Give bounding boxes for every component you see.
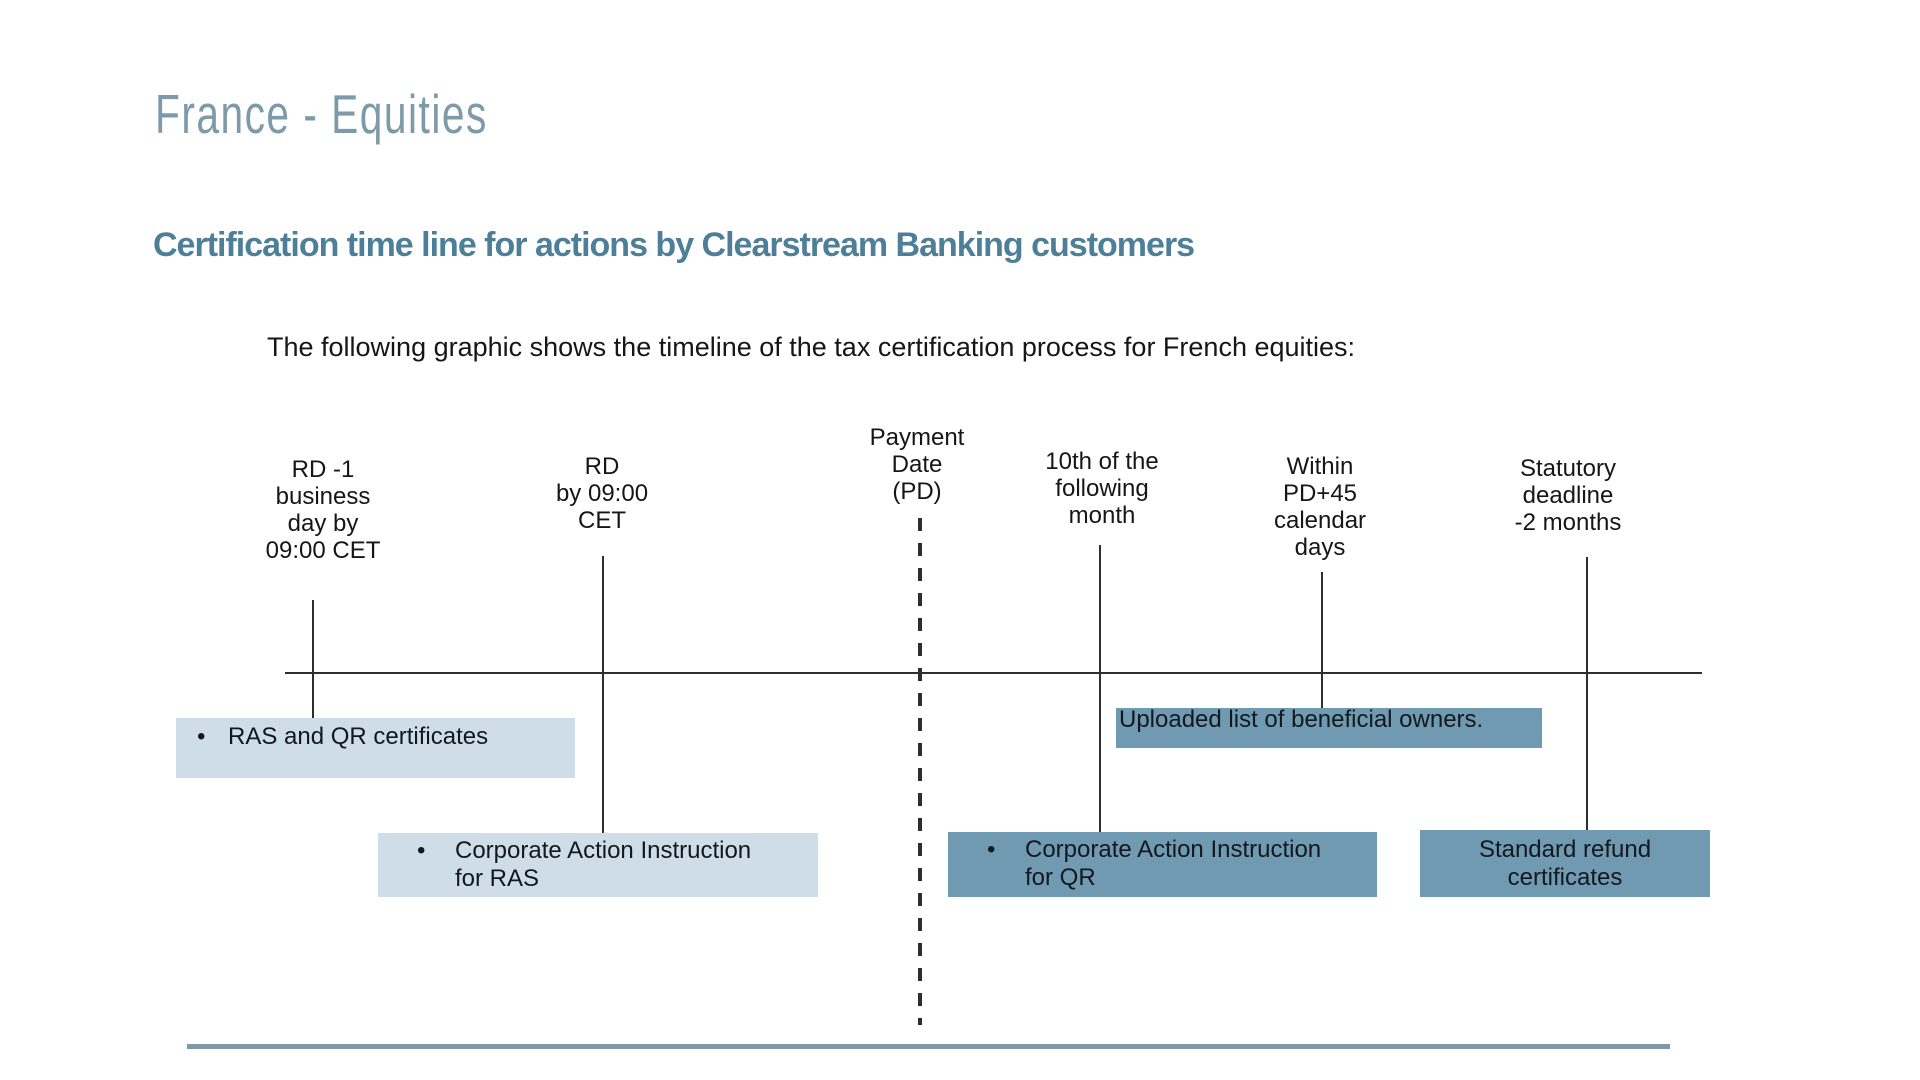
event-box-uploaded-list: Uploaded list of beneficial owners. bbox=[1116, 706, 1542, 748]
event-text: Corporate Action Instruction for QR bbox=[1025, 836, 1322, 891]
intro-text: The following graphic shows the timeline… bbox=[267, 332, 1356, 362]
milestone-tick-statutory bbox=[1586, 557, 1588, 830]
milestone-label-10th-month: 10th of the following month bbox=[1045, 448, 1159, 529]
bullet-icon: • bbox=[987, 836, 996, 863]
milestone-label-rd-minus-1: RD -1 business day by 09:00 CET bbox=[265, 456, 381, 564]
event-box-standard-refund: Standard refund certificates bbox=[1420, 830, 1710, 897]
milestone-tick-rd-minus-1 bbox=[312, 600, 314, 718]
event-box-ras-qr-certificates: • RAS and QR certificates bbox=[176, 718, 575, 778]
milestone-label-payment-date: Payment Date (PD) bbox=[869, 424, 965, 505]
milestone-tick-pd-plus-45 bbox=[1321, 572, 1323, 708]
bullet-icon: • bbox=[197, 723, 206, 750]
event-text: Corporate Action Instruction for RAS bbox=[455, 837, 752, 892]
milestone-label-statutory: Statutory deadline -2 months bbox=[1514, 455, 1622, 536]
milestone-label-pd-plus-45: Within PD+45 calendar days bbox=[1273, 453, 1367, 561]
milestone-tick-rd bbox=[602, 556, 604, 833]
event-box-cai-qr: • Corporate Action Instruction for QR bbox=[948, 832, 1377, 897]
bottom-divider bbox=[187, 1044, 1670, 1049]
page-title: France - Equities bbox=[155, 83, 488, 145]
milestone-label-rd: RD by 09:00 CET bbox=[555, 453, 649, 534]
timeline-axis bbox=[285, 672, 1702, 674]
event-text: Uploaded list of beneficial owners. bbox=[1119, 706, 1484, 733]
event-text: RAS and QR certificates bbox=[228, 723, 489, 750]
payment-date-dashed-line bbox=[918, 518, 922, 1025]
section-heading: Certification time line for actions by C… bbox=[153, 226, 1195, 264]
bullet-icon: • bbox=[417, 837, 426, 864]
event-text: Standard refund certificates bbox=[1478, 836, 1652, 891]
event-box-cai-ras: • Corporate Action Instruction for RAS bbox=[378, 833, 818, 897]
milestone-tick-10th-month bbox=[1099, 545, 1101, 832]
